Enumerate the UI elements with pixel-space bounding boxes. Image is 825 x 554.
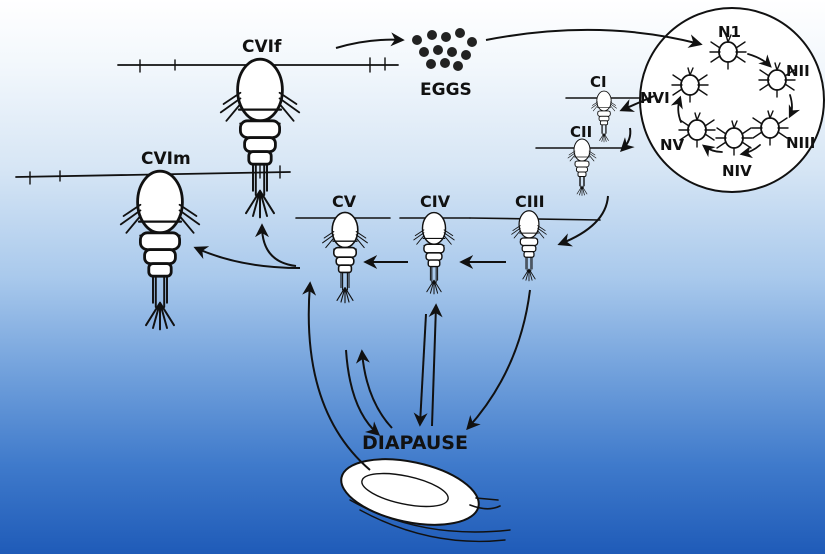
eggs-cluster [412,28,477,71]
diapause-label: DIAPAUSE [362,432,468,454]
arrow-diapause-to-c5-outer [309,284,370,470]
arrow-c4-to-diapause [420,314,426,424]
c3-label: CIII [515,192,545,211]
n2-label: NII [786,62,810,80]
n5-label: NV [660,136,685,154]
n3-label: NIII [786,134,815,152]
copepodite-c3 [470,211,600,281]
c1-label: CI [590,73,607,91]
eggs-label: EGGS [420,80,472,100]
n6-label: NVI [640,89,670,107]
c6f-label: CVIf [242,37,282,57]
arrow-c5-to-male [196,248,300,268]
adult-male [16,166,290,329]
arrow-diapause-to-c4 [432,306,436,426]
c2-label: CII [570,123,592,141]
copepodite-c2 [536,139,626,196]
arrow-c3-to-diapause [468,290,530,428]
c4-label: CIV [420,192,451,211]
arrow-c5-to-female [262,226,296,266]
c5-label: CV [332,192,357,211]
arrow-adult-to-eggs [336,40,402,48]
arrow-c5-to-diapause [346,350,378,434]
arrow-diapause-to-c5 [362,352,392,428]
c6m-label: CVIm [141,149,191,169]
arrow-c1-to-c2 [622,128,630,150]
copepodite-c4 [400,213,470,294]
n1-label: N1 [718,23,741,41]
n4-label: NIV [722,162,752,180]
